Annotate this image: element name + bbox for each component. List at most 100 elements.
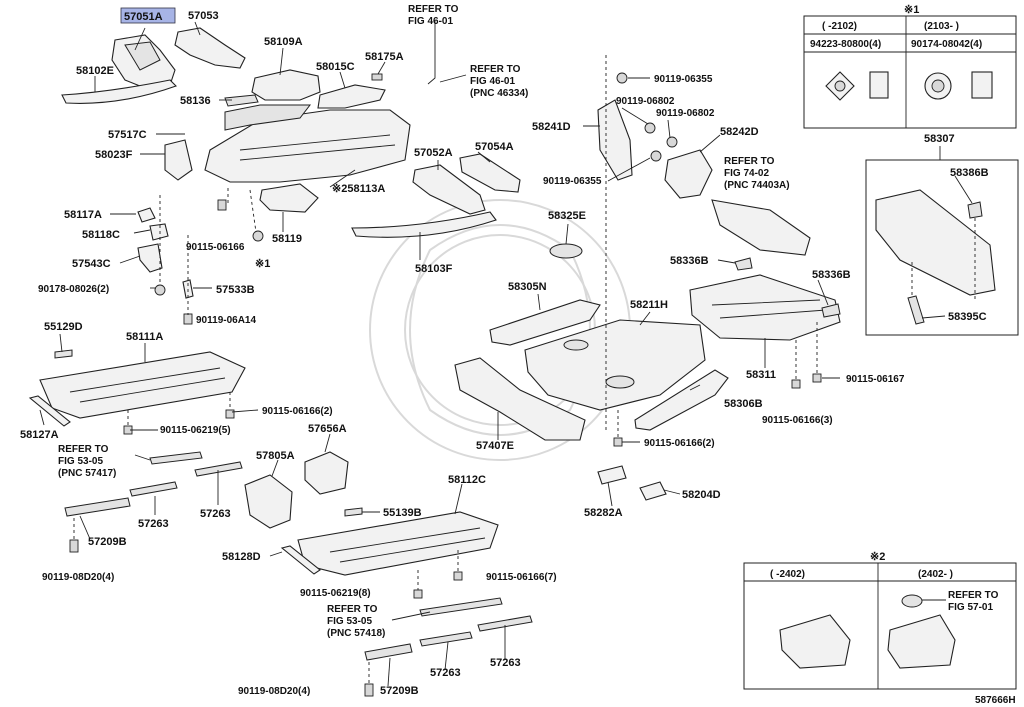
nut-90119-06355b[interactable] [650, 150, 662, 162]
label-57407E[interactable]: 57407E [476, 440, 514, 452]
bolts-90115-06219-8[interactable] [413, 589, 423, 599]
bolt-90115-06167[interactable] [812, 373, 822, 383]
label-58136[interactable]: 58136 [180, 95, 211, 107]
label-58204D[interactable]: 58204D [682, 489, 721, 501]
label-90115-06166-2a[interactable]: 90115-06166(2) [262, 406, 333, 417]
refer5-line1[interactable]: REFER TO [724, 156, 775, 167]
refer1-line2[interactable]: FIG 46-01 [408, 16, 453, 27]
label-57263a[interactable]: 57263 [138, 518, 169, 530]
label-58386B[interactable]: 58386B [950, 167, 989, 179]
label-58241D[interactable]: 58241D [532, 121, 571, 133]
label-90119-08D20b[interactable]: 90119-08D20(4) [238, 686, 310, 697]
part-57805A-shape[interactable] [244, 474, 293, 529]
part-58136-shape[interactable] [224, 94, 259, 107]
label-90119-06A14[interactable]: 90119-06A14 [196, 315, 256, 326]
part-58306B-shape[interactable] [634, 369, 729, 431]
label-58103F[interactable]: 58103F [415, 263, 453, 275]
label-58211H[interactable]: 58211H [630, 299, 668, 311]
refer1-line1[interactable]: REFER TO [408, 4, 459, 15]
part-57656A-shape[interactable] [304, 451, 349, 495]
part-57263c-shape[interactable] [419, 631, 473, 647]
bolts-90115-06166-2a[interactable] [225, 409, 235, 419]
label-57209Bb[interactable]: 57209B [380, 685, 419, 697]
part-58102E-shape[interactable] [61, 79, 178, 104]
part-58128D-shape[interactable] [280, 545, 321, 575]
label-58336Bb[interactable]: 58336B [812, 269, 851, 281]
part-58204D-shape[interactable] [639, 481, 667, 501]
label-57805A[interactable]: 57805A [256, 450, 295, 462]
part-55129D-shape[interactable] [54, 349, 73, 359]
refer3-line1[interactable]: REFER TO [58, 444, 109, 455]
note1-col2-part[interactable]: 90174-08042(4) [911, 39, 982, 50]
part-58109A-shape[interactable] [251, 69, 321, 101]
label-90119-08D20a[interactable]: 90119-08D20(4) [42, 572, 114, 583]
label-58282A[interactable]: 58282A [584, 507, 623, 519]
label-58311[interactable]: 58311 [746, 369, 776, 381]
label-90119-06355a[interactable]: 90119-06355 [654, 74, 713, 85]
part-57052A-shape[interactable] [412, 164, 486, 215]
label-57263b[interactable]: 57263 [200, 508, 231, 520]
bolts-90119-08D20b[interactable] [364, 683, 374, 697]
label-58127A[interactable]: 58127A [20, 429, 59, 441]
rear-panel-74403A[interactable] [711, 199, 811, 256]
label-57533B[interactable]: 57533B [216, 284, 255, 296]
label-90115-06166-2b[interactable]: 90115-06166(2) [644, 438, 715, 449]
part-58103F-shape[interactable] [351, 211, 497, 238]
refer2-line2[interactable]: FIG 46-01 [470, 76, 515, 87]
part-58305N-shape[interactable] [489, 299, 601, 346]
part-58282A-shape[interactable] [597, 465, 627, 485]
refer2-line3[interactable]: (PNC 46334) [470, 88, 528, 99]
label-57053[interactable]: 57053 [188, 10, 219, 22]
label-58336Ba[interactable]: 58336B [670, 255, 709, 267]
label-58306B[interactable]: 58306B [724, 398, 763, 410]
part-58336Bb-shape[interactable] [821, 303, 841, 318]
part-58241D-shape[interactable] [597, 99, 633, 181]
part-57263d-shape[interactable] [477, 615, 533, 632]
label-57517C[interactable]: 57517C [108, 129, 147, 141]
part-58395C-shape[interactable] [907, 295, 925, 325]
bolts-90119-08D20a[interactable] [69, 539, 79, 553]
label-55129D[interactable]: 55129D [44, 321, 83, 333]
label-58128D[interactable]: 58128D [222, 551, 261, 563]
part-57209Ba-shape[interactable] [64, 497, 131, 517]
label-90119-06802b[interactable]: 90119-06802 [656, 108, 715, 119]
label-90115-06166-7[interactable]: 90115-06166(7) [486, 572, 557, 583]
note1-col1-part[interactable]: 94223-80800(4) [810, 39, 881, 50]
part-58117A-shape[interactable] [137, 207, 156, 223]
bolts-90115-06166-2b[interactable] [613, 437, 623, 447]
label-58307[interactable]: 58307 [924, 133, 955, 145]
label-57052A[interactable]: 57052A [414, 147, 453, 159]
part-57053-shape[interactable] [174, 27, 246, 69]
part-57263a-shape[interactable] [129, 481, 178, 497]
label-90119-06355b[interactable]: 90119-06355 [543, 176, 602, 187]
part-58119-shape[interactable] [259, 183, 319, 213]
label-58112C[interactable]: 58112C [448, 474, 486, 486]
label-58118C[interactable]: 58118C [82, 229, 120, 241]
bolt-90178[interactable] [154, 284, 166, 296]
part-58311-shape[interactable] [689, 274, 841, 341]
part-58111A-shape[interactable] [39, 351, 246, 419]
label-58111A[interactable]: 58111A [126, 331, 163, 343]
part-57209Bb-shape[interactable] [364, 643, 413, 661]
refer5-line3[interactable]: (PNC 74403A) [724, 180, 790, 191]
part-57543C-shape[interactable] [137, 243, 163, 273]
part-58386B-shape[interactable] [967, 201, 983, 219]
refer4-line1[interactable]: REFER TO [327, 604, 378, 615]
label-58102E[interactable]: 58102E [76, 65, 114, 77]
label-58242D[interactable]: 58242D [720, 126, 759, 138]
part-58307-shape[interactable] [875, 189, 996, 296]
label-90115-06219-8[interactable]: 90115-06219(8) [300, 588, 371, 599]
label-90178[interactable]: 90178-08026(2) [38, 284, 109, 295]
part-58118C-shape[interactable] [149, 223, 169, 241]
nut-90119-06802b[interactable] [666, 136, 678, 148]
part-57407E-shape[interactable] [454, 357, 586, 441]
label-58175A[interactable]: 58175A [365, 51, 404, 63]
label-58305N[interactable]: 58305N [508, 281, 547, 293]
nut-90119-06802a[interactable] [644, 122, 656, 134]
bolts-90115-06166-3[interactable] [791, 379, 801, 389]
label-57263c[interactable]: 57263 [430, 667, 461, 679]
refer3-line3[interactable]: (PNC 57417) [58, 468, 116, 479]
bolts-90115-06166-7[interactable] [453, 571, 463, 581]
label-57543C[interactable]: 57543C [72, 258, 111, 270]
label-58325E[interactable]: 58325E [548, 210, 586, 222]
